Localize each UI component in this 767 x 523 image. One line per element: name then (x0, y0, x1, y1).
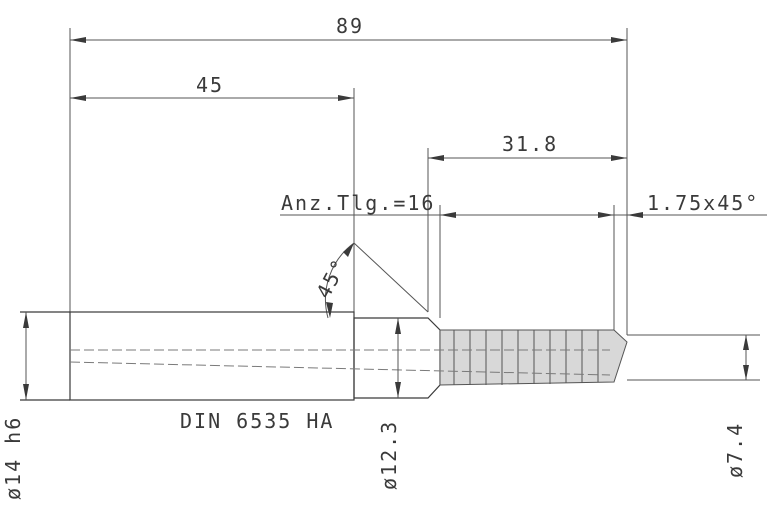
arrow-neck-dia-bottom (395, 382, 401, 398)
arrow-45-right (338, 95, 354, 101)
flute-count-label: Anz.Tlg.=16 (281, 191, 435, 215)
arrow-chamfer-left (440, 212, 456, 218)
arrow-89-right (611, 37, 627, 43)
bore-line-bottom (69, 361, 611, 376)
neck-diameter-label: ø12.3 (377, 420, 401, 490)
thread-diameter-label: ø7.4 (723, 422, 747, 478)
arrow-thread-dia-top (743, 335, 749, 350)
angle-label: 45° (311, 254, 352, 302)
shank-diameter-label: ø14 h6 (1, 416, 25, 500)
arrow-neck-dia-top (395, 318, 401, 334)
arrow-chamfer-right (598, 212, 614, 218)
arrow-chamfer-outer (627, 212, 643, 218)
arrow-31-8-left (428, 155, 444, 161)
shank (69, 311, 355, 401)
chamfer-label: 1.75x45° (647, 191, 759, 215)
dim-label-shank-length: 45 (196, 73, 224, 97)
arrow-89-left (70, 37, 86, 43)
dim-label-thread-length: 31.8 (502, 132, 558, 156)
angle-leg (353, 242, 429, 313)
arrow-thread-dia-bottom (743, 365, 749, 380)
angle-arrow-bottom (326, 302, 333, 318)
arrow-45-left (70, 95, 86, 101)
angle-arrow-top (343, 243, 354, 257)
arrow-shank-dia-top (23, 312, 29, 328)
dim-label-overall-length: 89 (336, 14, 364, 38)
arrow-shank-dia-bottom (23, 384, 29, 400)
standard-label: DIN 6535 HA (180, 409, 334, 433)
arrow-31-8-right (611, 155, 627, 161)
